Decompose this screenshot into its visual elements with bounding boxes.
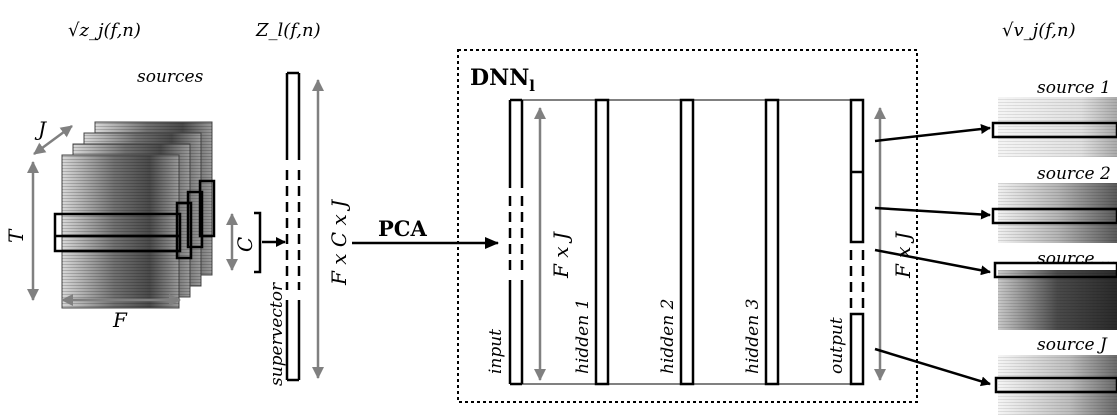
hidden-3-layer-bar <box>764 98 780 386</box>
context-window-back-2 <box>186 190 204 249</box>
hidden-2-layer-bar <box>679 98 695 386</box>
output-source-2 <box>991 183 1117 243</box>
sources-math-label: √z_j(f,n) <box>68 20 141 41</box>
supervector-bar <box>285 71 301 382</box>
output-source-j-label: source J <box>1037 335 1108 355</box>
output-source-ellipsis <box>993 261 1117 330</box>
j-axis-arrow <box>33 124 73 156</box>
output-arrow-3 <box>874 248 991 276</box>
dnn-box <box>457 49 918 403</box>
output-source-1 <box>991 97 1117 157</box>
output-arrow-1 <box>874 124 991 143</box>
output-arrow-2 <box>874 206 991 220</box>
c-bracket <box>254 211 262 274</box>
outputs-math-label: √v_j(f,n) <box>1002 20 1076 41</box>
hidden-1-label: hidden 1 <box>573 299 593 374</box>
hidden-3-label: hidden 3 <box>743 299 763 374</box>
input-dim-label: F x J <box>549 231 573 279</box>
t-axis-label: T <box>4 228 28 243</box>
hidden-1-layer-bar <box>594 98 610 386</box>
output-layer-label: output <box>827 317 847 374</box>
output-window-1 <box>991 121 1117 139</box>
output-source-2-label: source 2 <box>1037 164 1111 184</box>
input-layer-label: input <box>486 329 506 374</box>
output-window-3 <box>993 261 1117 279</box>
output-window-2 <box>991 207 1117 225</box>
dnn-title: DNNl <box>470 65 535 95</box>
output-layer-bar <box>849 98 865 386</box>
source-spectrogram-stack <box>53 121 216 309</box>
context-window-back-3 <box>198 179 216 238</box>
supervector-label: supervector <box>267 282 287 386</box>
supervector-dim-label: F x C x J <box>327 199 351 286</box>
input-layer-bar <box>508 98 524 386</box>
j-axis-label: J <box>34 117 47 141</box>
hidden-2-label: hidden 2 <box>658 299 678 374</box>
context-window-back-1 <box>175 201 193 260</box>
sources-label: sources <box>137 67 204 87</box>
output-source-j <box>994 355 1117 415</box>
supervector-math-label: Z_l(f,n) <box>255 20 321 41</box>
f-axis-label: F <box>112 308 128 332</box>
c-axis-label: C <box>233 237 257 252</box>
output-window-4 <box>994 376 1117 394</box>
context-window-front <box>53 212 182 253</box>
output-source-ellipsis-label: source ... <box>1037 249 1116 269</box>
output-source-1-label: source 1 <box>1037 78 1111 98</box>
output-arrow-4 <box>874 347 991 387</box>
pca-label: PCA <box>378 216 428 241</box>
